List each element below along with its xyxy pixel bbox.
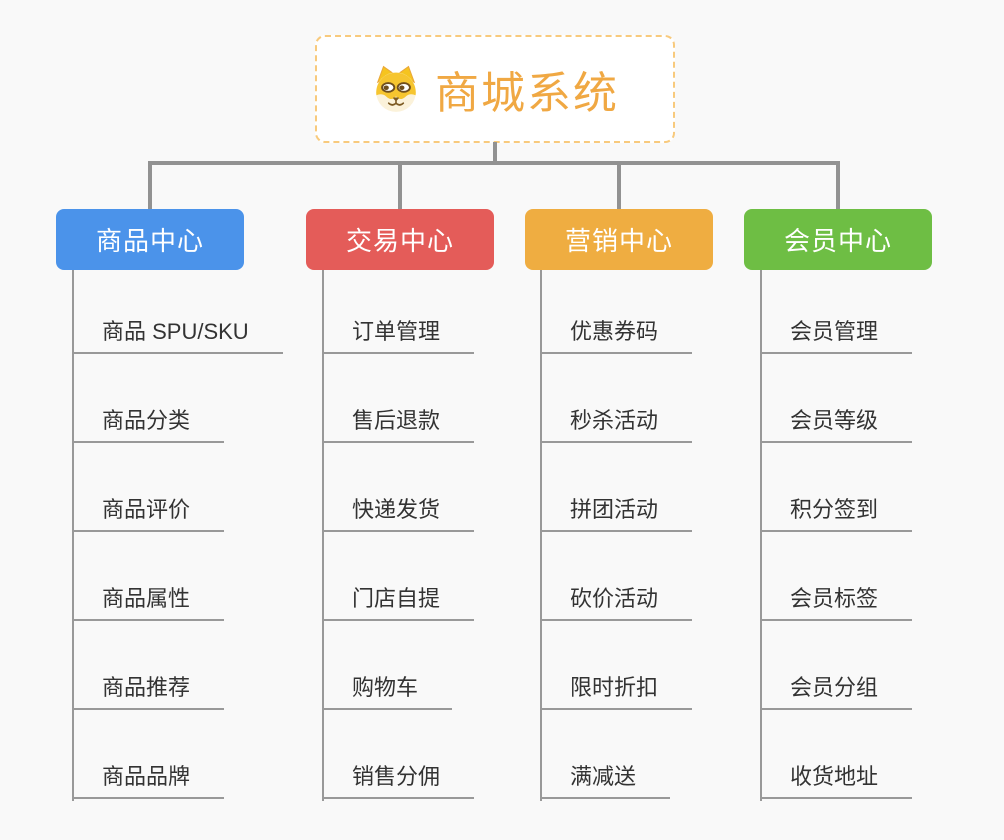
branch-spine-line	[72, 270, 74, 801]
branch-title: 商品中心	[95, 226, 204, 256]
leaf-node[interactable]: 优惠券码	[540, 318, 693, 354]
leaf-node[interactable]: 会员等级	[760, 407, 913, 443]
connector-root-stem	[493, 142, 497, 162]
leaf-node[interactable]: 砍价活动	[540, 585, 693, 621]
leaf-node[interactable]: 商品品牌	[72, 763, 225, 799]
leaf-node[interactable]: 收货地址	[760, 763, 913, 799]
leaf-node[interactable]: 会员标签	[760, 585, 913, 621]
branch-spine-line	[760, 270, 762, 801]
leaf-node[interactable]: 商品 SPU/SKU	[72, 318, 283, 354]
leaf-node[interactable]: 商品评价	[72, 496, 225, 532]
leaf-node[interactable]: 满减送	[540, 763, 671, 799]
leaf-node[interactable]: 商品分类	[72, 407, 225, 443]
connector-drop-branch1	[148, 165, 152, 210]
leaf-node[interactable]: 限时折扣	[540, 674, 693, 710]
branch-node-product-center[interactable]: 商品中心	[56, 209, 244, 270]
leaf-node[interactable]: 售后退款	[322, 407, 475, 443]
root-title: 商城系统	[435, 69, 619, 118]
leaf-node[interactable]: 购物车	[322, 674, 453, 710]
branch-spine-line	[540, 270, 542, 801]
leaf-node[interactable]: 门店自提	[322, 585, 475, 621]
branch-spine-line	[322, 270, 324, 801]
root-node-mall-system[interactable]: 商城系统	[315, 35, 675, 143]
branch-node-trade-center[interactable]: 交易中心	[306, 209, 494, 270]
connector-drop-branch2	[398, 165, 402, 210]
leaf-node[interactable]: 商品推荐	[72, 674, 225, 710]
branch-title: 交易中心	[345, 226, 454, 256]
connector-drop-branch3	[617, 165, 621, 210]
leaf-node[interactable]: 会员分组	[760, 674, 913, 710]
leaf-node[interactable]: 订单管理	[322, 318, 475, 354]
connector-drop-branch4	[836, 165, 840, 210]
leaf-node[interactable]: 秒杀活动	[540, 407, 693, 443]
connector-horizontal	[148, 161, 840, 165]
leaf-node[interactable]: 商品属性	[72, 585, 225, 621]
leaf-node[interactable]: 积分签到	[760, 496, 913, 532]
branch-title: 营销中心	[564, 226, 673, 256]
leaf-node[interactable]: 快递发货	[322, 496, 475, 532]
leaf-node[interactable]: 会员管理	[760, 318, 913, 354]
branch-node-marketing-center[interactable]: 营销中心	[525, 209, 713, 270]
dog-icon	[371, 64, 421, 114]
leaf-node[interactable]: 拼团活动	[540, 496, 693, 532]
leaf-node[interactable]: 销售分佣	[322, 763, 475, 799]
branch-title: 会员中心	[783, 226, 892, 256]
branch-node-member-center[interactable]: 会员中心	[744, 209, 932, 270]
